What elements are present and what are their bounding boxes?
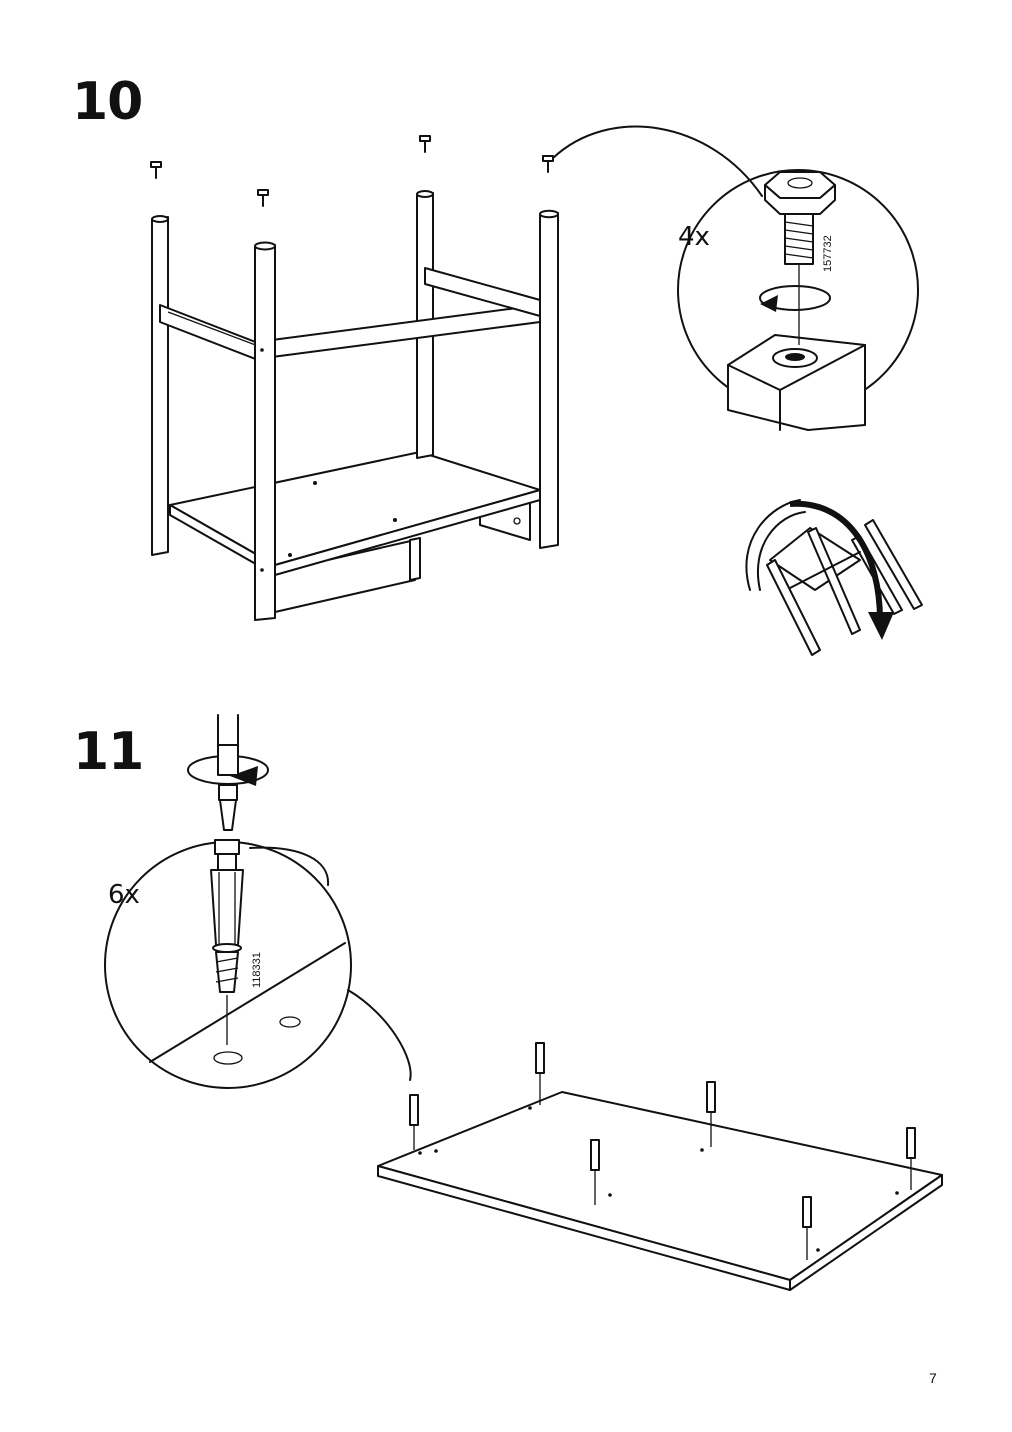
dowel-icon [802, 1196, 812, 1260]
dowel-icon [706, 1081, 716, 1147]
detail-callout-step-11 [104, 839, 412, 1089]
dowel-group [409, 1042, 916, 1260]
step-number-11: 11 [73, 722, 144, 782]
dowel-icon [590, 1139, 600, 1205]
screwdriver-illustration [187, 714, 269, 831]
screw-icon [542, 155, 554, 173]
screw-icon [257, 189, 269, 207]
page-number: 7 [929, 1370, 937, 1386]
step-number-10: 10 [72, 72, 143, 132]
flip-over-illustration [745, 499, 923, 656]
frame-illustration [150, 135, 559, 621]
dowel-icon [535, 1042, 545, 1105]
table-top-panel [377, 1091, 943, 1291]
quantity-label-step-10: 4x [678, 222, 710, 252]
dowel-icon [906, 1127, 916, 1190]
screw-icon [419, 135, 431, 153]
detail-callout-step-10 [552, 125, 919, 431]
screw-icon [150, 161, 162, 179]
dowel-icon [409, 1094, 419, 1150]
